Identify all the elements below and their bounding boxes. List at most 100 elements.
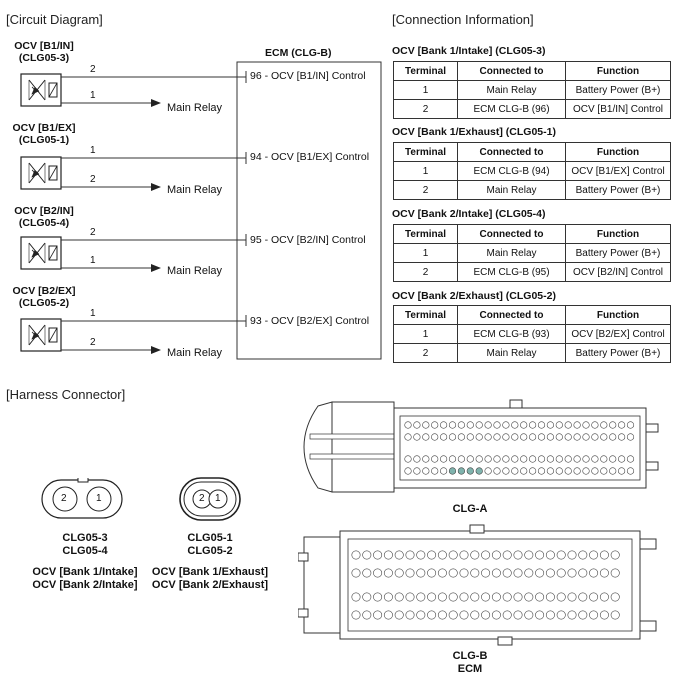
connector-pin [600,433,608,441]
connector-pin [502,455,510,463]
connector-pin [383,550,393,560]
ecm-pin-94: 94 - OCV [B1/EX] Control [250,151,370,163]
connector-pin [564,433,572,441]
connector-pin [582,421,590,429]
table-title: OCV [Bank 2/Intake] (CLG05-4) [392,208,546,220]
connector-pin [564,467,572,475]
connector-pin [535,568,545,578]
connector-pin [404,467,412,475]
connector-pin [427,610,437,620]
connector-pin [493,455,501,463]
connector-pin [591,433,599,441]
connector-pin [546,467,554,475]
circuit-diagram-heading: [Circuit Diagram] [6,12,103,27]
connector-pin [484,421,492,429]
connector-pin [599,592,609,602]
connector-pin [520,433,528,441]
connector-pin [427,550,437,560]
connector-pin [556,568,566,578]
connector-pin [470,592,480,602]
connector-pin [609,455,617,463]
connector-pin [404,421,412,429]
connector-pin [555,421,563,429]
ocv-b2-in-title: OCV [B2/IN](CLG05-4) [14,205,74,229]
connector-pin [373,550,383,560]
connector-pin [545,550,555,560]
connector-pin [610,568,620,578]
connector-pin [394,592,404,602]
connector-pin [466,433,474,441]
connector-pin [626,433,635,441]
connector-pin [537,433,546,441]
connector-pin [556,610,566,620]
table-title: OCV [Bank 2/Exhaust] (CLG05-2) [392,290,556,302]
main-relay-label: Main Relay [167,102,223,114]
ocv-b1-ex-title: OCV [B1/EX](CLG05-1) [12,122,76,146]
connector-pin [484,433,492,441]
connector-pin [475,433,483,441]
ecm-title: ECM (CLG-B) [265,47,332,59]
ocv-b2-ex-title: OCV [B2/EX](CLG05-2) [12,285,76,309]
connector-pin [440,421,448,429]
connector-pin [524,610,534,620]
connector-pin [457,467,465,475]
connector-pin [362,550,372,560]
connector-pin [555,467,563,475]
connector-pin [589,550,599,560]
connector-pin [413,467,421,475]
connector-pin [416,610,426,620]
clg-b-pin-grid [351,550,620,620]
connector-pin [610,550,620,560]
connector-pin [600,421,608,429]
connector-pin [564,421,572,429]
connector-pin [567,610,577,620]
connector-pin [599,610,609,620]
connector-clg05-3-4 [41,478,123,519]
connector-pin [556,550,566,560]
pin-label: 2 [90,337,96,348]
clg-a-connector [303,399,659,493]
header-terminal: Terminal [393,61,458,81]
connector-pin [431,467,439,475]
connector-pin [466,455,474,463]
connector-pin [440,455,448,463]
ocv-b1-in-symbol [21,74,61,106]
connector-pin [520,421,528,429]
connector-pin [362,610,372,620]
connector-pin [529,467,537,475]
connector-pin [448,592,458,602]
connector-pin [470,610,480,620]
pin-label: 2 [90,174,96,185]
connector-pin [351,568,361,578]
connector-pin [502,592,512,602]
pin-label: 2 [90,227,96,238]
connector-pin [470,568,480,578]
connector-pin [556,592,566,602]
connector-pin [493,433,501,441]
connector-pin [484,467,492,475]
connector-pin [555,433,563,441]
ocv-b2-in-symbol [21,237,61,269]
table-title: OCV [Bank 1/Intake] (CLG05-3) [392,45,546,57]
connector-pin [511,433,519,441]
connector-pin [502,467,510,475]
connector-pin [457,455,465,463]
connector-pin [564,455,572,463]
pin-label: 1 [215,493,221,504]
connector-pin [502,568,512,578]
clg-a-pin-grid [404,421,635,475]
connector-pin [618,455,626,463]
connector-pin [513,592,523,602]
connector-pin [459,592,469,602]
connector-pin [610,610,620,620]
connector-pin [511,421,519,429]
connector-pin [422,433,430,441]
connector-pin [502,421,510,429]
connector-pin [513,568,523,578]
